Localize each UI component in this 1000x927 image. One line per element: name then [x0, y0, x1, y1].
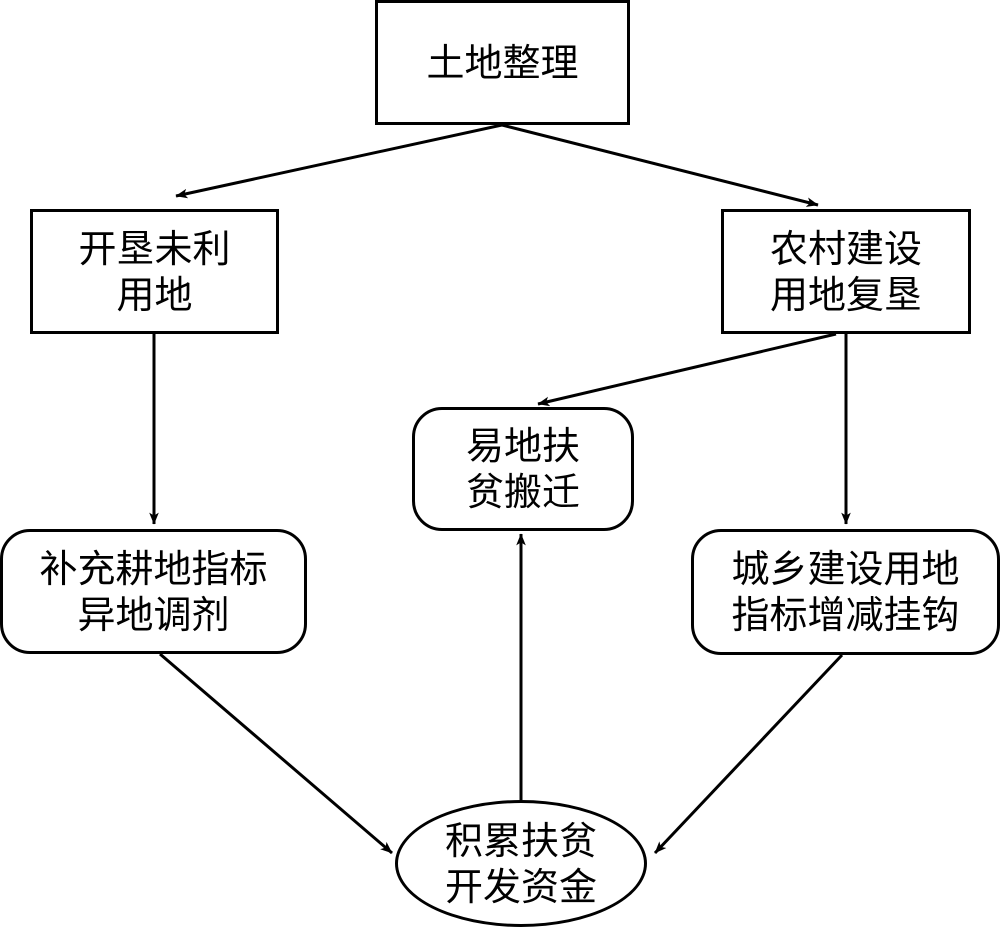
- edge-rural-construction-land-reclamation-to-poverty-relocation: [537, 332, 837, 407]
- node-poverty-fund-accumulation: 积累扶贫 开发资金: [395, 800, 647, 927]
- edge-land-consolidation-to-rural-construction-land-reclamation: [501, 123, 819, 207]
- node-land-consolidation: 土地整理: [375, 0, 630, 125]
- edge-farmland-quota-transfer-to-poverty-fund-accumulation: [159, 652, 393, 855]
- edge-urban-rural-land-linkage-to-poverty-fund-accumulation: [653, 653, 844, 855]
- node-label: 城乡建设用地 指标增减挂钩: [731, 547, 960, 637]
- node-reclaim-unused-land: 开垦未利 用地: [30, 209, 279, 334]
- node-poverty-relocation: 易地扶 贫搬迁: [412, 407, 634, 531]
- node-label: 积累扶贫 开发资金: [444, 818, 597, 909]
- node-rural-construction-land-reclamation: 农村建设 用地复垦: [721, 209, 971, 334]
- node-label: 易地扶 贫搬迁: [465, 424, 580, 514]
- node-label: 开垦未利 用地: [78, 226, 231, 317]
- node-urban-rural-land-linkage: 城乡建设用地 指标增减挂钩: [691, 529, 1000, 655]
- node-label: 土地整理: [426, 40, 579, 85]
- node-label: 农村建设 用地复垦: [769, 226, 922, 317]
- edge-land-consolidation-to-reclaim-unused-land: [175, 123, 503, 199]
- node-farmland-quota-transfer: 补充耕地指标 异地调剂: [0, 529, 307, 654]
- node-label: 补充耕地指标 异地调剂: [39, 546, 268, 637]
